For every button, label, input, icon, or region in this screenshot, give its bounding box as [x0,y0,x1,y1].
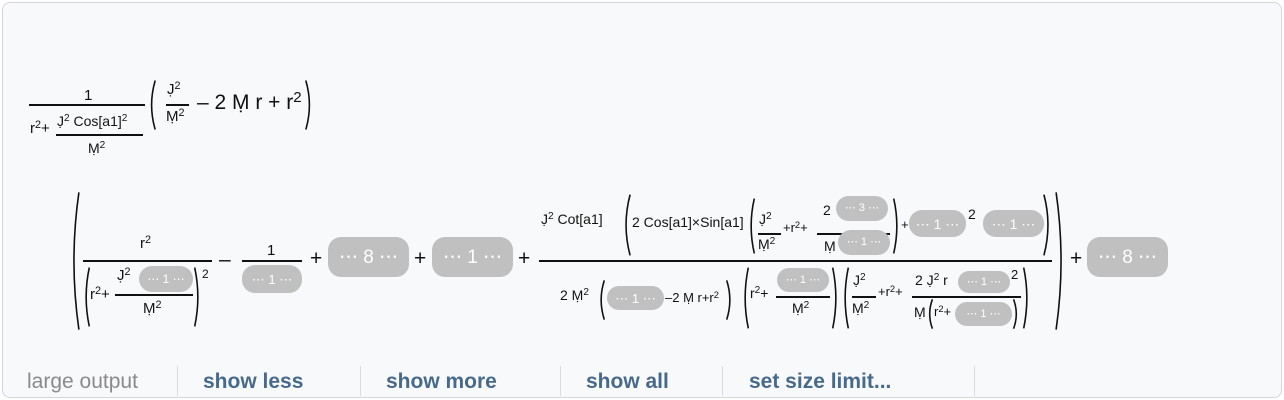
show-more-button[interactable]: show more [386,370,497,393]
minus-sign: – [219,248,231,271]
plus-sign: + [1070,247,1083,270]
show-all-button[interactable]: show all [586,370,669,393]
term1-den-exponent: 2 [202,267,209,281]
large-output-bar: large output show less show more show al… [0,364,1284,396]
term5-num-prefix: J̣2 Cot[a1] [541,211,603,227]
den-p2-frac-den: Ṃ2 [792,300,810,316]
prefactor-den-frac-num: J̣2 Cos[a1]2 [57,113,128,129]
elided-expression[interactable]: ⋯ 1 ⋯ [242,265,302,293]
left-paren [598,280,605,320]
den-p3-frac2-den-inner: r2+ [934,303,952,319]
den-p3-frac-num: J̣2 [853,272,866,288]
right-paren [1043,194,1052,256]
fraction-bar [29,104,145,106]
den-p1-rest: –2 Ṃ r+r2 [665,289,719,305]
term1-den-frac-den: Ṃ2 [143,299,162,317]
show-less-button[interactable]: show less [203,370,304,393]
term1-numerator: r2 [140,234,152,252]
term2-numerator: 1 [267,242,276,259]
left-paren [83,267,90,327]
divider [722,366,723,396]
plus-sign: + [310,247,323,270]
right-paren [305,80,313,130]
plus-sign: + [414,247,427,270]
fraction-bar [912,296,1021,298]
right-paren [194,267,201,327]
prefactor-den-left: r2+ [30,119,50,137]
paren-rest: – 2 Ṃ r + r2 [197,89,302,114]
right-paren [726,280,733,320]
fraction-bar [242,260,302,262]
elided-expression[interactable]: ⋯ 3 ⋯ [836,196,888,221]
prefactor-den-frac-den: Ṃ2 [88,140,106,156]
frac-a-den: Ṃ2 [758,236,776,252]
elided-expression[interactable]: ⋯ 1 ⋯ [139,266,193,292]
elided-expression[interactable]: ⋯ 1 ⋯ [777,268,829,292]
large-output-label: large output [27,370,138,393]
elided-expression[interactable]: ⋯ 1 ⋯ [955,302,1012,326]
frac-b-den: Ṃ [824,238,836,254]
set-size-limit-button[interactable]: set size limit... [749,370,892,393]
den-p2-left: r2+ [750,285,769,301]
frac-b-num: 2 [823,202,831,218]
big-right-paren [1055,191,1066,331]
fraction-bar [776,296,830,298]
right-paren [1013,299,1019,329]
den-p3-plus: +r2+ [878,283,903,299]
fraction-bar [115,294,193,296]
divider [974,366,975,396]
paren-frac-num: J̣2 [167,80,181,98]
left-paren [148,80,156,130]
fraction-bar [56,134,143,136]
elided-expression[interactable]: ⋯ 1 ⋯ [607,286,664,310]
den-p3-frac-den: Ṃ2 [852,300,870,316]
elided-expression[interactable]: ⋯ 1 ⋯ [838,230,890,255]
big-left-paren [69,191,80,331]
den-prefix: 2 Ṃ2 [560,287,589,303]
left-paren [927,299,933,329]
exponent: 2 [968,206,976,222]
left-paren [842,267,849,329]
elided-expression[interactable]: ⋯ 8 ⋯ [328,237,409,277]
frac-a-num: J̣2 [759,211,772,227]
right-paren [1023,267,1030,329]
elided-expression[interactable]: ⋯ 1 ⋯ [958,271,1010,293]
term1-den-frac-num: J̣2 [117,266,131,284]
right-paren [893,198,900,254]
mid-plus: +r2+ [783,219,808,235]
left-paren [748,198,755,254]
elided-expression[interactable]: ⋯ 1 ⋯ [909,210,966,237]
plus-sign: + [518,247,531,270]
term1-den-left: r2+ [90,285,110,303]
den-p3-frac2-den-left: Ṃ [914,304,926,320]
paren-frac-den: Ṃ2 [166,107,185,125]
fraction-bar [758,233,781,235]
elided-expression[interactable]: ⋯ 8 ⋯ [1087,237,1168,277]
prefactor-numerator: 1 [84,87,93,104]
term5-num-inner: 2 Cos[a1]×Sin[a1] [632,214,744,230]
divider [360,366,361,396]
elided-expression[interactable]: ⋯ 1 ⋯ [983,210,1044,237]
main-fraction-bar [539,260,1052,262]
fraction-bar [83,260,212,262]
left-paren [742,267,749,329]
exponent: 2 [1011,267,1019,282]
fraction-bar [852,296,876,298]
fraction-bar [166,104,189,106]
plus-sign: + [901,217,909,232]
den-p3-frac2-num: 2 J̣2 r [915,272,948,288]
elided-expression[interactable]: ⋯ 1 ⋯ [432,237,513,277]
right-paren [832,267,839,329]
left-paren [622,194,631,256]
divider [560,366,561,396]
divider [177,366,178,396]
